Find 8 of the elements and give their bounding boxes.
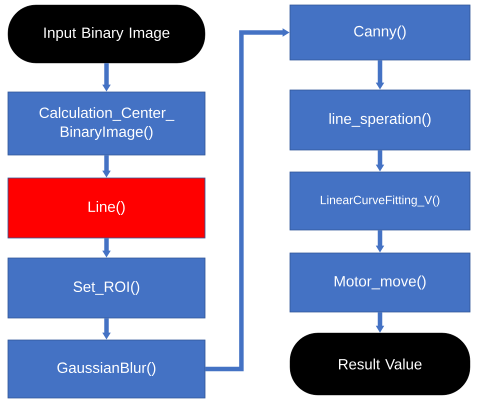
process-box: Line() [8,178,206,238]
process-box: Motor_move() [290,252,470,312]
process-box: GaussianBlur() [8,340,206,398]
process-box: Calculation_Center_ BinaryImage() [8,92,206,156]
process-box: Canny() [290,4,470,60]
process-box: line_speration() [290,90,470,150]
process-box: LinearCurveFitting_V() [290,172,470,230]
process-box: Set_ROI() [8,258,206,318]
